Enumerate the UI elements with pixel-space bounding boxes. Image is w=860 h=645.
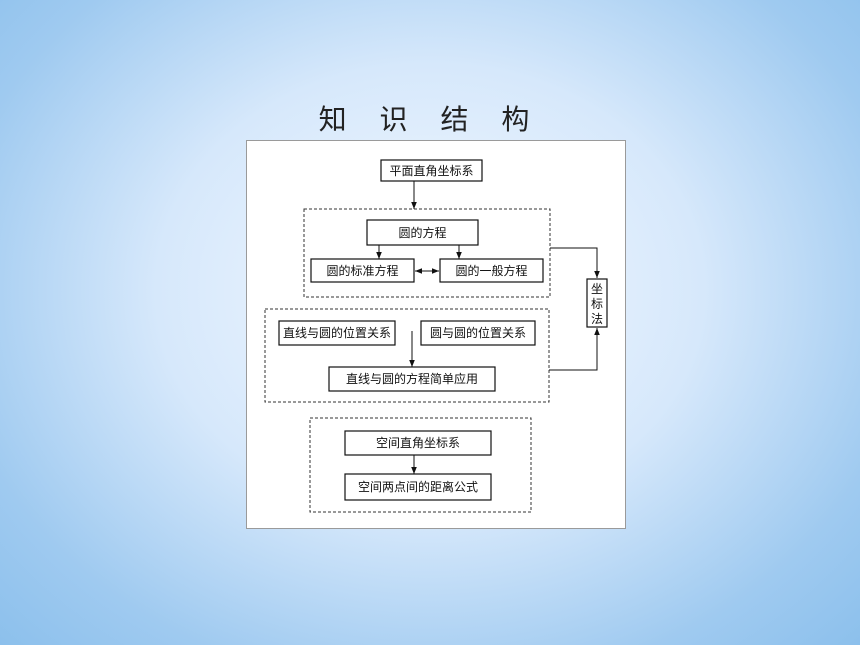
- svg-text:直线与圆的方程简单应用: 直线与圆的方程简单应用: [346, 371, 478, 386]
- node-circle-equation: 圆的方程: [366, 219, 479, 246]
- group-circle-equations: [303, 208, 551, 298]
- svg-text:平面直角坐标系: 平面直角坐标系: [389, 164, 473, 178]
- arrow-group-to-method: [550, 247, 600, 278]
- knowledge-structure-diagram: 平面直角坐标系 圆的方程 圆的标准方程 圆的一般方程 直线与圆的位置关系 圆与圆…: [264, 159, 608, 513]
- node-equation-application: 直线与圆的方程简单应用: [328, 366, 496, 392]
- svg-text:空间直角坐标系: 空间直角坐标系: [376, 436, 460, 450]
- diagram-panel: 平面直角坐标系 圆的方程 圆的标准方程 圆的一般方程 直线与圆的位置关系 圆与圆…: [246, 140, 626, 529]
- svg-text:直线与圆的位置关系: 直线与圆的位置关系: [283, 325, 391, 340]
- svg-text:空间两点间的距离公式: 空间两点间的距离公式: [358, 479, 478, 494]
- svg-text:圆的方程: 圆的方程: [398, 225, 446, 240]
- node-circle-standard-equation: 圆的标准方程: [310, 258, 415, 283]
- group-space-coordinates: [309, 417, 532, 513]
- node-space-coord: 空间直角坐标系: [344, 430, 492, 456]
- svg-text:圆的一般方程: 圆的一般方程: [455, 263, 527, 278]
- node-line-circle-relation: 直线与圆的位置关系: [278, 320, 396, 346]
- node-circle-general-equation: 圆的一般方程: [439, 258, 544, 283]
- svg-text:标: 标: [591, 297, 603, 311]
- svg-text:圆与圆的位置关系: 圆与圆的位置关系: [430, 325, 526, 340]
- svg-text:坐: 坐: [591, 282, 603, 296]
- node-coordinate-method: 坐 标 法: [586, 278, 608, 328]
- arrow-apply-to-method: [549, 328, 600, 371]
- node-space-distance-formula: 空间两点间的距离公式: [344, 473, 492, 501]
- node-rect-coord: 平面直角坐标系: [380, 159, 483, 182]
- svg-text:圆的标准方程: 圆的标准方程: [326, 263, 398, 278]
- page-title: 知 识 结 构: [318, 103, 542, 136]
- svg-text:法: 法: [591, 312, 603, 326]
- group-position-relations: [264, 308, 550, 403]
- node-circle-circle-relation: 圆与圆的位置关系: [420, 320, 536, 346]
